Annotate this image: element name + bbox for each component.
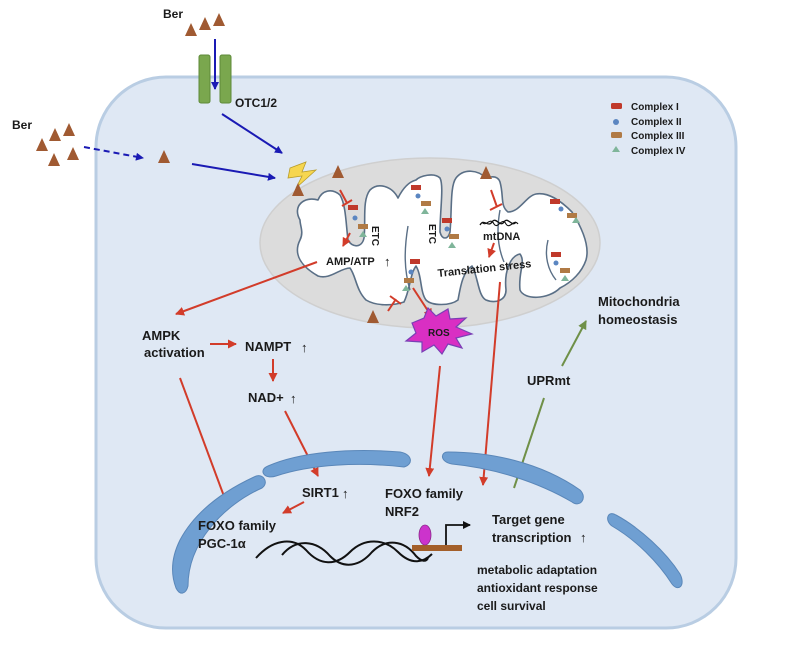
transporter-label: OTC1/2 (235, 96, 277, 110)
ampk-label-line1: AMPK (142, 328, 181, 343)
foxo-mid-line2: NRF2 (385, 504, 419, 519)
arrow-ampatp-to-ampk (175, 261, 318, 316)
ber-left-label: Ber (12, 118, 32, 132)
arrow-stress-to-target (479, 281, 501, 486)
legend-complex-iii-icon (611, 132, 622, 138)
legend-complex-iii: Complex III (631, 131, 685, 142)
arrow-to-mito-2 (191, 163, 276, 181)
nampt-up-arrow: ↑ (301, 340, 308, 355)
foxo-left-line1: FOXO family (198, 518, 277, 533)
legend-complex-i-icon (611, 103, 622, 109)
legend-complex-iv: Complex IV (631, 146, 686, 157)
promoter-bar (412, 545, 462, 551)
crista-fold (404, 225, 411, 291)
outcome-survival: cell survival (477, 599, 546, 613)
arrow-etc-to-ampatp (342, 232, 351, 247)
foxo-left-line2: PGC-1α (198, 536, 246, 551)
dna-strand-2 (281, 541, 429, 566)
ros-label: ROS (428, 328, 450, 339)
target-gene-line2: transcription (492, 530, 572, 545)
uprmt-label: UPRmt (527, 373, 571, 388)
sirt1-label: SIRT1 (302, 485, 339, 500)
mtdna-strand (481, 220, 519, 227)
amp-atp-label: AMP/ATP (326, 256, 375, 268)
amp-atp-up-arrow: ↑ (384, 254, 391, 269)
legend-complex-iv-icon (612, 146, 620, 152)
etc-complexes (348, 185, 580, 291)
arrow-ros-to-foxo-nrf2 (425, 365, 441, 477)
crista-fold (497, 209, 505, 263)
outcome-antioxidant: antioxidant response (477, 581, 598, 595)
ber-top-label: Ber (163, 7, 183, 21)
arrow-mtdna-to-stress (487, 242, 496, 258)
legend-complex-ii-icon (613, 119, 619, 125)
arrow-to-mito-1 (221, 113, 283, 154)
mitochondrion (259, 157, 601, 329)
legend-complex-ii: Complex II (631, 117, 682, 128)
nampt-label: NAMPT (245, 339, 291, 354)
etc-label-2: ETC (426, 224, 437, 244)
etc-label-1: ETC (369, 226, 380, 246)
inhibition-marks (339, 189, 503, 312)
arrow-ampk-to-foxo (179, 377, 230, 508)
transcription-factor-blob (418, 524, 432, 546)
target-gene-line1: Target gene (492, 512, 565, 527)
crista-fold (545, 239, 557, 281)
berberine-molecules-top (185, 13, 225, 36)
outcome-metabolic: metabolic adaptation (477, 563, 597, 577)
otc-transporter (198, 54, 232, 104)
mtdna-label: mtDNA (483, 231, 520, 243)
arrow-uprmt-to-homeostasis (561, 320, 587, 367)
legend-complex-i: Complex I (631, 102, 679, 113)
target-up-arrow: ↑ (580, 530, 587, 545)
homeostasis-label-line2: homeostasis (598, 312, 677, 327)
arrow-sirt1-to-foxo (282, 501, 305, 514)
homeostasis-label-line1: Mitochondria (598, 294, 680, 309)
ros-burst (404, 306, 474, 356)
sirt1-up-arrow: ↑ (342, 486, 349, 501)
ampk-label-line2: activation (144, 345, 205, 360)
berberine-molecules-left (36, 123, 79, 166)
legend: Complex I Complex II Complex III Complex… (611, 102, 686, 157)
dna-strand-1 (255, 540, 433, 564)
nuclear-envelope (172, 450, 683, 594)
nad-label: NAD+ (248, 390, 284, 405)
nad-up-arrow: ↑ (290, 391, 297, 406)
lightning-icon (287, 161, 318, 189)
tss-arrow (445, 521, 471, 545)
foxo-mid-line1: FOXO family (385, 486, 464, 501)
diffusion-arrow (83, 146, 144, 161)
